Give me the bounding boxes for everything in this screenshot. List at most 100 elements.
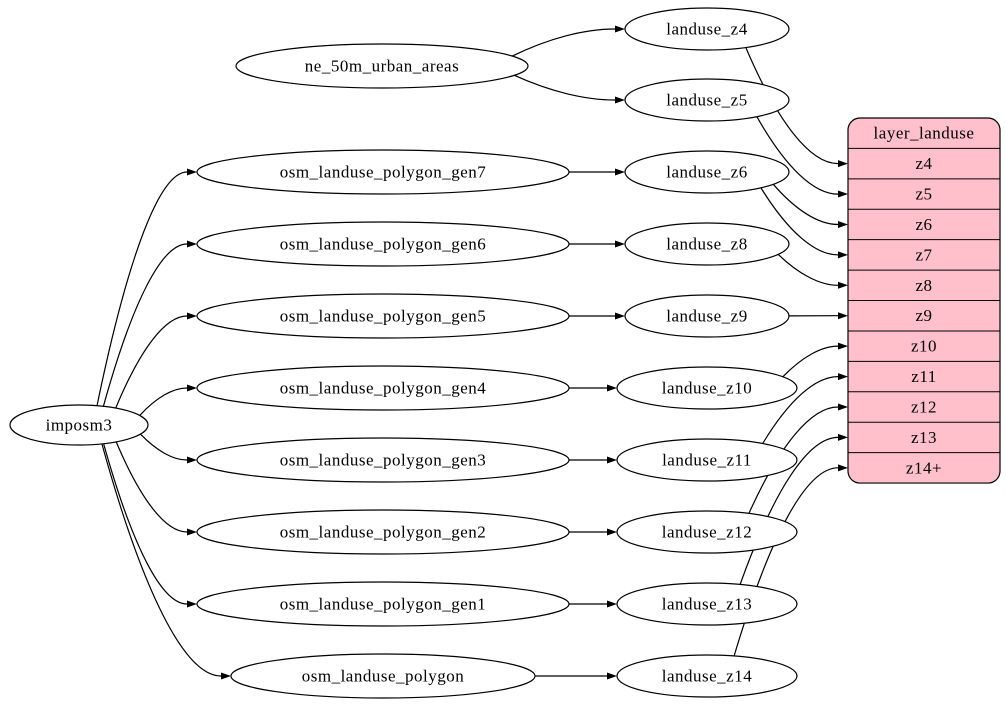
node-imposm3: imposm3 xyxy=(9,404,149,446)
edge-imposm3-to-osm_landuse_polygon_gen4 xyxy=(139,384,197,416)
arrowhead-icon xyxy=(838,433,848,441)
edge-line xyxy=(760,187,839,256)
node-landuse_z12: landuse_z12 xyxy=(616,510,798,554)
node-osm_landuse_polygon_gen5-label: osm_landuse_polygon_gen5 xyxy=(280,307,487,326)
node-landuse_z8-ellipse xyxy=(624,222,790,266)
edge-line xyxy=(101,443,222,677)
table-row-z13: z13 xyxy=(911,428,937,447)
edge-landuse_z14-to-layer_landuse-z14+ xyxy=(733,464,848,657)
node-osm_landuse_polygon_gen3: osm_landuse_polygon_gen3 xyxy=(196,437,570,483)
edge-imposm3-to-osm_landuse_polygon_gen3 xyxy=(139,433,197,464)
node-osm_landuse_polygon_gen2-label: osm_landuse_polygon_gen2 xyxy=(280,523,487,542)
node-landuse_z9: landuse_z9 xyxy=(624,294,790,338)
node-osm_landuse_polygon_gen1: osm_landuse_polygon_gen1 xyxy=(196,581,570,627)
edges-layer xyxy=(96,25,848,680)
node-imposm3-ellipse xyxy=(9,404,149,446)
edge-osm_landuse_polygon_gen3-to-landuse_z11 xyxy=(568,456,617,464)
node-osm_landuse_polygon_gen3-ellipse xyxy=(196,437,570,483)
node-landuse_z6-ellipse xyxy=(624,150,790,194)
table-row-z6: z6 xyxy=(915,215,932,234)
arrowhead-icon xyxy=(187,456,197,464)
edge-line xyxy=(115,315,188,409)
edge-imposm3-to-osm_landuse_polygon_gen2 xyxy=(115,441,197,536)
node-landuse_z12-ellipse xyxy=(616,510,798,554)
table-row-z4: z4 xyxy=(915,154,932,173)
node-osm_landuse_polygon_gen5-ellipse xyxy=(196,293,570,339)
edge-line xyxy=(762,376,839,444)
table-layer_landuse: layer_landusez4z5z6z7z8z9z10z11z12z13z14… xyxy=(847,117,1001,484)
edge-line xyxy=(512,28,616,57)
edge-landuse_z6-to-layer_landuse-z6 xyxy=(772,183,848,228)
edge-line xyxy=(514,74,616,101)
node-osm_landuse_polygon_gen2-ellipse xyxy=(196,509,570,555)
arrowhead-icon xyxy=(615,312,625,320)
node-osm_landuse_polygon_gen7: osm_landuse_polygon_gen7 xyxy=(196,149,570,195)
edge-landuse_z13-to-layer_landuse-z13 xyxy=(739,433,848,585)
node-osm_landuse_polygon_gen4-label: osm_landuse_polygon_gen4 xyxy=(280,379,487,398)
edge-imposm3-to-osm_landuse_polygon xyxy=(101,443,231,680)
table-row-z14+: z14+ xyxy=(906,458,942,477)
node-landuse_z11: landuse_z11 xyxy=(616,438,798,482)
arrowhead-icon xyxy=(187,384,197,392)
node-osm_landuse_polygon_gen4-ellipse xyxy=(196,365,570,411)
arrowhead-icon xyxy=(615,168,625,176)
arrowhead-icon xyxy=(838,281,848,289)
edge-landuse_z6-to-layer_landuse-z7 xyxy=(760,187,848,259)
node-osm_landuse_polygon_gen6-ellipse xyxy=(196,221,570,267)
edge-imposm3-to-osm_landuse_polygon_gen7 xyxy=(96,168,197,406)
arrowhead-icon xyxy=(615,240,625,248)
edge-ne_50m_urban_areas-to-landuse_z4 xyxy=(512,25,625,57)
node-osm_landuse_polygon_gen1-label: osm_landuse_polygon_gen1 xyxy=(280,595,487,614)
node-landuse_z5-label: landuse_z5 xyxy=(666,91,747,110)
node-ne_50m_urban_areas-label: ne_50m_urban_areas xyxy=(305,57,459,76)
arrowhead-icon xyxy=(607,456,617,464)
node-landuse_z8: landuse_z8 xyxy=(624,222,790,266)
edge-imposm3-to-osm_landuse_polygon_gen1 xyxy=(103,443,197,608)
node-osm_landuse_polygon: osm_landuse_polygon xyxy=(230,653,536,699)
edge-landuse_z12-to-layer_landuse-z12 xyxy=(748,403,848,514)
node-imposm3-label: imposm3 xyxy=(46,416,113,435)
edge-line xyxy=(96,171,188,406)
node-landuse_z4: landuse_z4 xyxy=(624,7,790,51)
arrowhead-icon xyxy=(838,464,848,472)
arrowhead-icon xyxy=(607,528,617,536)
node-landuse_z10-ellipse xyxy=(616,366,798,410)
node-landuse_z14-label: landuse_z14 xyxy=(662,667,752,686)
edge-line xyxy=(777,253,839,286)
node-osm_landuse_polygon-label: osm_landuse_polygon xyxy=(302,667,465,686)
node-landuse_z9-ellipse xyxy=(624,294,790,338)
nodes-layer: imposm3 ne_50m_urban_areas osm_landuse_pol… xyxy=(9,7,798,699)
table-row-z10: z10 xyxy=(911,337,937,356)
edge-landuse_z5-to-layer_landuse-z5 xyxy=(756,116,848,198)
arrowhead-icon xyxy=(615,96,625,104)
node-landuse_z6-label: landuse_z6 xyxy=(666,163,747,182)
node-landuse_z5-ellipse xyxy=(624,78,790,122)
node-landuse_z12-label: landuse_z12 xyxy=(662,523,752,542)
node-ne_50m_urban_areas-ellipse xyxy=(235,43,529,89)
arrowhead-icon xyxy=(838,373,848,381)
arrowhead-icon xyxy=(838,312,848,320)
table-row-z8: z8 xyxy=(915,276,932,295)
node-landuse_z11-label: landuse_z11 xyxy=(662,451,752,470)
node-osm_landuse_polygon_gen1-ellipse xyxy=(196,581,570,627)
node-ne_50m_urban_areas: ne_50m_urban_areas xyxy=(235,43,529,89)
edge-landuse_z9-to-layer_landuse-z9 xyxy=(788,312,848,320)
node-landuse_z14: landuse_z14 xyxy=(616,654,798,698)
node-landuse_z10-label: landuse_z10 xyxy=(662,379,752,398)
arrowhead-icon xyxy=(607,600,617,608)
edge-line xyxy=(748,406,839,514)
arrowhead-icon xyxy=(607,672,617,680)
node-osm_landuse_polygon-ellipse xyxy=(230,653,536,699)
node-landuse_z4-ellipse xyxy=(624,7,790,51)
arrowhead-icon xyxy=(187,168,197,176)
edge-line xyxy=(745,47,839,165)
arrowhead-icon xyxy=(838,342,848,350)
node-landuse_z10: landuse_z10 xyxy=(616,366,798,410)
arrowhead-icon xyxy=(838,403,848,411)
edge-osm_landuse_polygon_gen6-to-landuse_z8 xyxy=(569,240,625,248)
table-row-z12: z12 xyxy=(911,397,937,416)
node-osm_landuse_polygon_gen7-label: osm_landuse_polygon_gen7 xyxy=(280,163,487,182)
arrowhead-icon xyxy=(187,240,197,248)
arrowhead-icon xyxy=(187,600,197,608)
